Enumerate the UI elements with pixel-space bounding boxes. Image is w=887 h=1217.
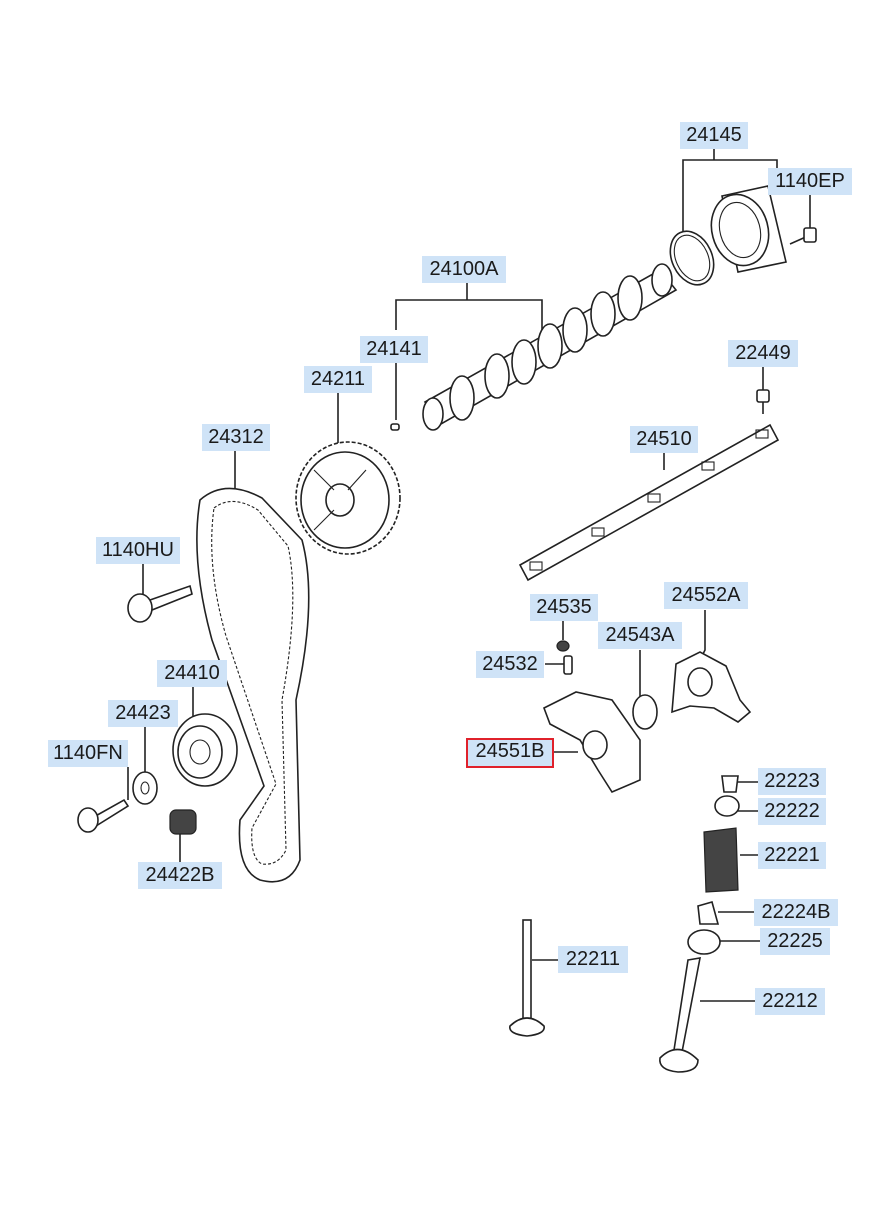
part-label-22221[interactable]: 22221 — [758, 842, 826, 869]
bolt-1140hu — [127, 584, 193, 623]
part-label-24423[interactable]: 24423 — [108, 700, 178, 727]
cam-sprocket — [295, 441, 401, 555]
screw-24532 — [563, 655, 573, 675]
part-label-24141[interactable]: 24141 — [360, 336, 428, 363]
bolt-22449 — [756, 389, 770, 414]
part-label-24535[interactable]: 24535 — [530, 594, 598, 621]
bolt-1140fn — [77, 798, 130, 833]
part-label-24312[interactable]: 24312 — [202, 424, 270, 451]
part-label-22211[interactable]: 22211 — [558, 946, 628, 973]
part-label-24410[interactable]: 24410 — [157, 660, 227, 687]
camshaft — [422, 263, 678, 431]
cam-housing — [669, 185, 787, 286]
timing-belt — [196, 487, 310, 883]
pin-24141 — [390, 423, 400, 431]
bolt-1140ep — [789, 227, 817, 245]
leader-lines — [127, 148, 811, 1002]
part-label-24510[interactable]: 24510 — [630, 426, 698, 453]
tensioner-pulley — [172, 713, 238, 787]
part-label-22225[interactable]: 22225 — [760, 928, 830, 955]
rocker-shaft — [518, 423, 780, 582]
spring-24422b — [169, 809, 197, 835]
part-label-22223[interactable]: 22223 — [758, 768, 826, 795]
valve-train — [687, 775, 740, 955]
valve-22212 — [659, 957, 702, 1073]
nut-24535 — [556, 640, 570, 652]
rocker-arm-24551b — [542, 691, 641, 794]
part-label-24211[interactable]: 24211 — [304, 366, 372, 393]
part-label-24532[interactable]: 24532 — [476, 651, 544, 678]
part-label-1140fn[interactable]: 1140FN — [48, 740, 128, 767]
part-label-22222[interactable]: 22222 — [758, 798, 826, 825]
part-label-24551b-selected[interactable]: 24551B — [466, 738, 554, 768]
part-label-24552a[interactable]: 24552A — [664, 582, 748, 609]
part-label-1140ep[interactable]: 1140EP — [768, 168, 852, 195]
part-label-24145[interactable]: 24145 — [680, 122, 748, 149]
part-label-24422b[interactable]: 24422B — [138, 862, 222, 889]
part-label-22212[interactable]: 22212 — [755, 988, 825, 1015]
part-label-1140hu[interactable]: 1140HU — [96, 537, 180, 564]
ring-24543a — [632, 694, 658, 730]
part-label-24100a[interactable]: 24100A — [422, 256, 506, 283]
part-label-22224b[interactable]: 22224B — [754, 899, 838, 926]
valve-22211 — [509, 919, 545, 1037]
part-label-24543a[interactable]: 24543A — [598, 622, 682, 649]
part-label-22449[interactable]: 22449 — [728, 340, 798, 367]
rocker-arm-24552a — [671, 651, 752, 723]
washer-24423 — [132, 771, 158, 805]
